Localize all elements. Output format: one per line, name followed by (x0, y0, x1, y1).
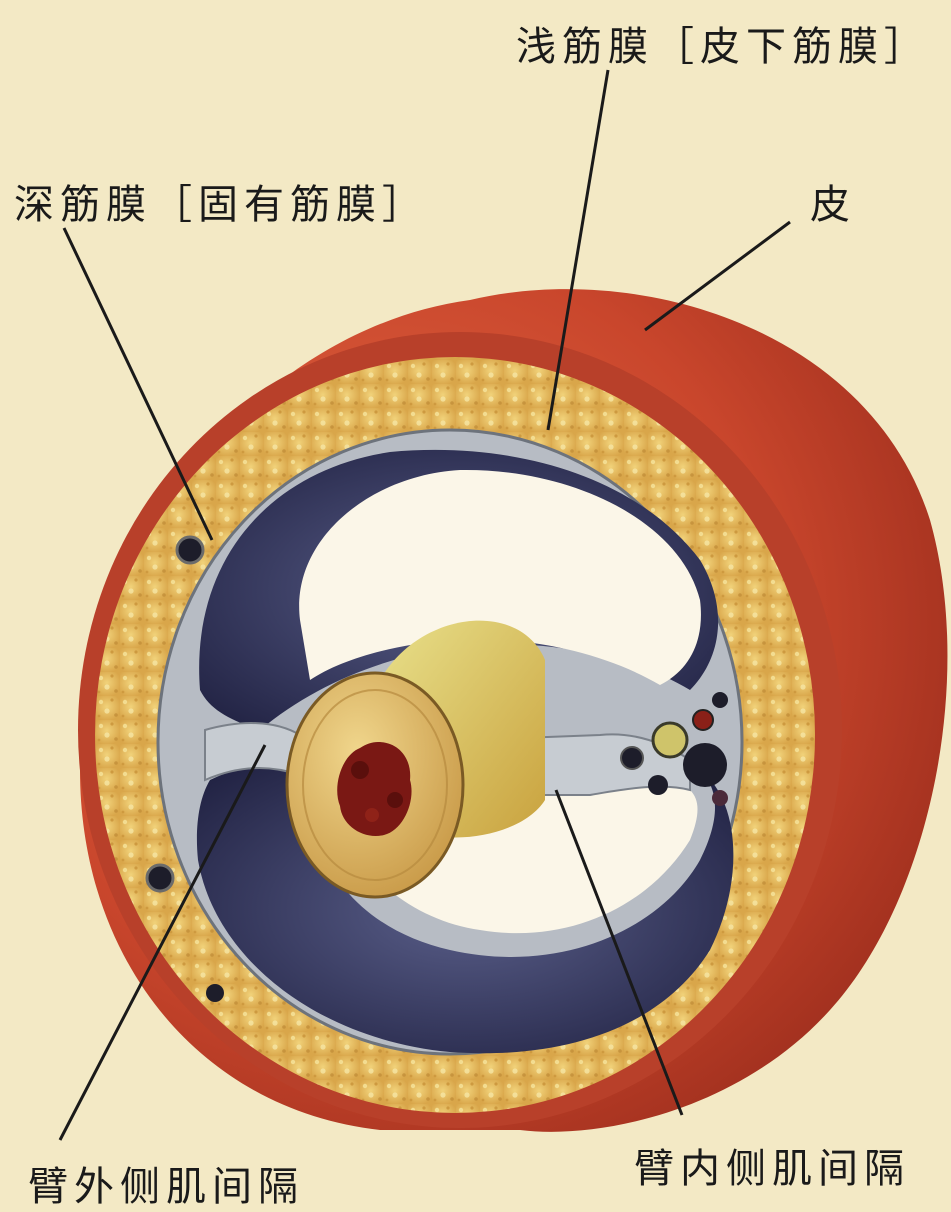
label-deep-fascia: 深筋膜［固有筋膜］ (14, 172, 428, 230)
leader-line-skin (645, 222, 790, 330)
superficial-vessel (147, 865, 173, 891)
leader-line-deep-fascia (64, 228, 212, 540)
label-skin: 皮 (810, 172, 856, 230)
superficial-vessel (177, 537, 203, 563)
label-lateral-intermuscular-septum: 臂外侧肌间隔 (28, 1154, 304, 1212)
label-medial-intermuscular-septum: 臂内侧肌间隔 (634, 1136, 910, 1194)
label-superficial-fascia: 浅筋膜［皮下筋膜］ (516, 14, 930, 72)
superficial-vessel (206, 984, 224, 1002)
